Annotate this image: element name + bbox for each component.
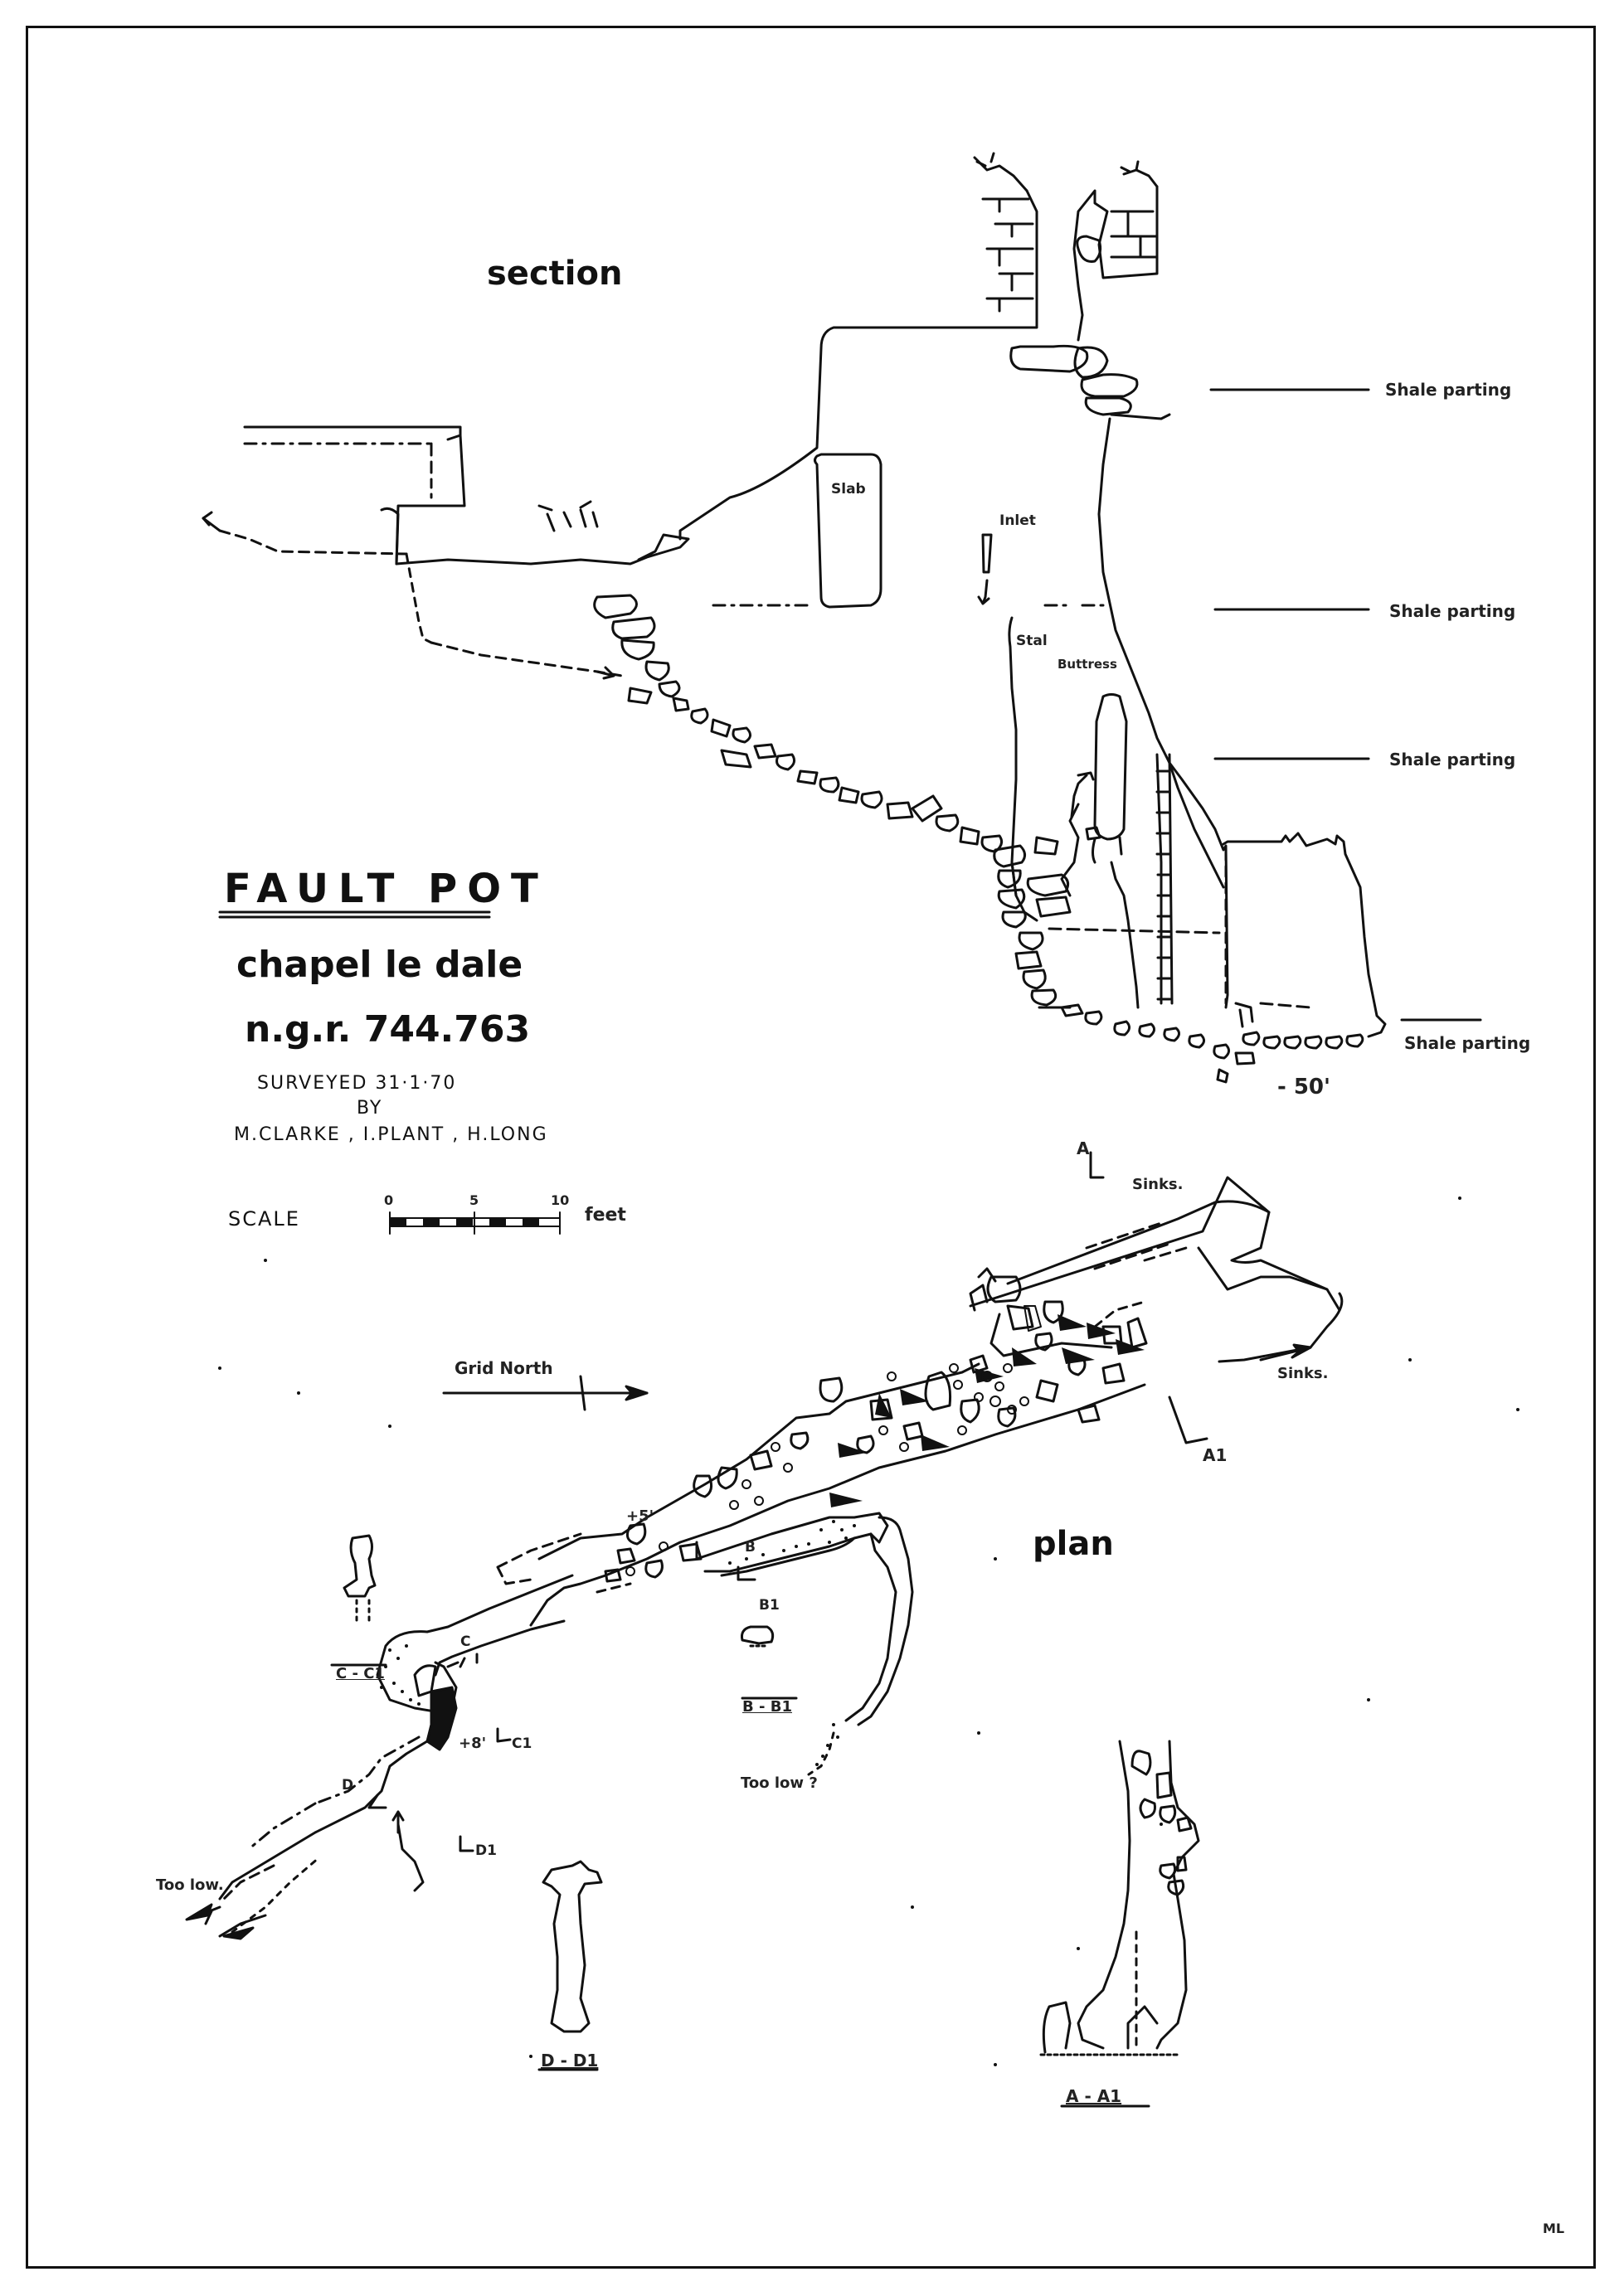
location-name: chapel le dale xyxy=(236,944,523,986)
shale-parting-label-2: Shale parting xyxy=(1389,601,1516,621)
title-underline xyxy=(218,910,491,919)
marker-b1: B1 xyxy=(759,1597,780,1614)
scale-unit: feet xyxy=(585,1205,626,1226)
too-low-label: Too low. xyxy=(156,1876,224,1894)
grid-north-label: Grid North xyxy=(455,1358,553,1378)
surveyor-names: M.CLARKE , I.PLANT , H.LONG xyxy=(234,1124,548,1145)
scale-tick-5: 5 xyxy=(469,1192,479,1208)
north-arrow-icon xyxy=(442,1375,649,1411)
caption-cc: C - C1 xyxy=(336,1665,385,1682)
slab-outline xyxy=(814,453,883,609)
height-plus-5: +5' xyxy=(626,1507,654,1525)
cross-section-cc xyxy=(330,1534,387,1667)
buttress-label: Buttress xyxy=(1058,657,1117,672)
sinks-label-1: Sinks. xyxy=(1132,1176,1184,1193)
shale-parting-label-1: Shale parting xyxy=(1385,380,1512,400)
caption-dd: D - D1 xyxy=(541,2051,599,2070)
inlet-label: Inlet xyxy=(999,512,1036,529)
cross-section-bb xyxy=(741,1625,798,1700)
surveyed-date: SURVEYED 31·1·70 xyxy=(257,1073,457,1094)
shale-parting-label-3: Shale parting xyxy=(1389,750,1516,769)
stipple xyxy=(218,1197,1519,2066)
scale-bar xyxy=(389,1211,561,1235)
scale-label: SCALE xyxy=(228,1207,300,1231)
depth-label: - 50' xyxy=(1277,1075,1330,1099)
scale-tick-10: 10 xyxy=(551,1192,570,1208)
floor-chain xyxy=(1060,1003,1364,1084)
marker-d1: D1 xyxy=(475,1842,497,1859)
plan-boulders xyxy=(604,1275,1148,1583)
marker-c1: C1 xyxy=(512,1735,532,1752)
too-low-query-label: Too low ? xyxy=(741,1774,818,1792)
section-drawing xyxy=(202,152,1387,1084)
scale-tick-0: 0 xyxy=(384,1192,394,1208)
survey-title: FAULT POT xyxy=(224,866,548,912)
stal-pillar xyxy=(1093,693,1128,841)
marker-d: D xyxy=(342,1777,354,1794)
plan-heading: plan xyxy=(1033,1525,1114,1563)
marker-a: A xyxy=(1077,1138,1090,1158)
draughtsman-initials: ML xyxy=(1543,2221,1565,2236)
shale-parting-label-4: Shale parting xyxy=(1404,1033,1531,1053)
marker-c: C xyxy=(460,1633,471,1650)
plan-drawing xyxy=(185,1151,1519,2066)
slope-wedges xyxy=(829,1314,1145,1507)
stal-label: Stal xyxy=(1016,633,1048,649)
grid-reference: n.g.r. 744.763 xyxy=(245,1008,531,1051)
sinks-label-2: Sinks. xyxy=(1277,1365,1329,1382)
pebbles xyxy=(625,1363,1029,1576)
marker-b: B xyxy=(745,1539,756,1556)
shale-parting-lines xyxy=(1209,388,1482,1022)
slab-label: Slab xyxy=(831,481,866,498)
caption-aa: A - A1 xyxy=(1066,2086,1122,2106)
surveyed-by: BY xyxy=(357,1098,383,1119)
section-heading: section xyxy=(487,255,623,293)
cross-section-dd xyxy=(537,1860,603,2071)
boulder-slope xyxy=(593,594,1004,853)
cross-section-aa xyxy=(1039,1740,1200,2108)
caption-bb: B - B1 xyxy=(742,1698,792,1716)
sheet-border xyxy=(26,26,1596,2269)
marker-a1: A1 xyxy=(1203,1445,1228,1465)
height-plus-8: +8' xyxy=(459,1735,487,1752)
lower-boulders xyxy=(993,826,1101,1007)
